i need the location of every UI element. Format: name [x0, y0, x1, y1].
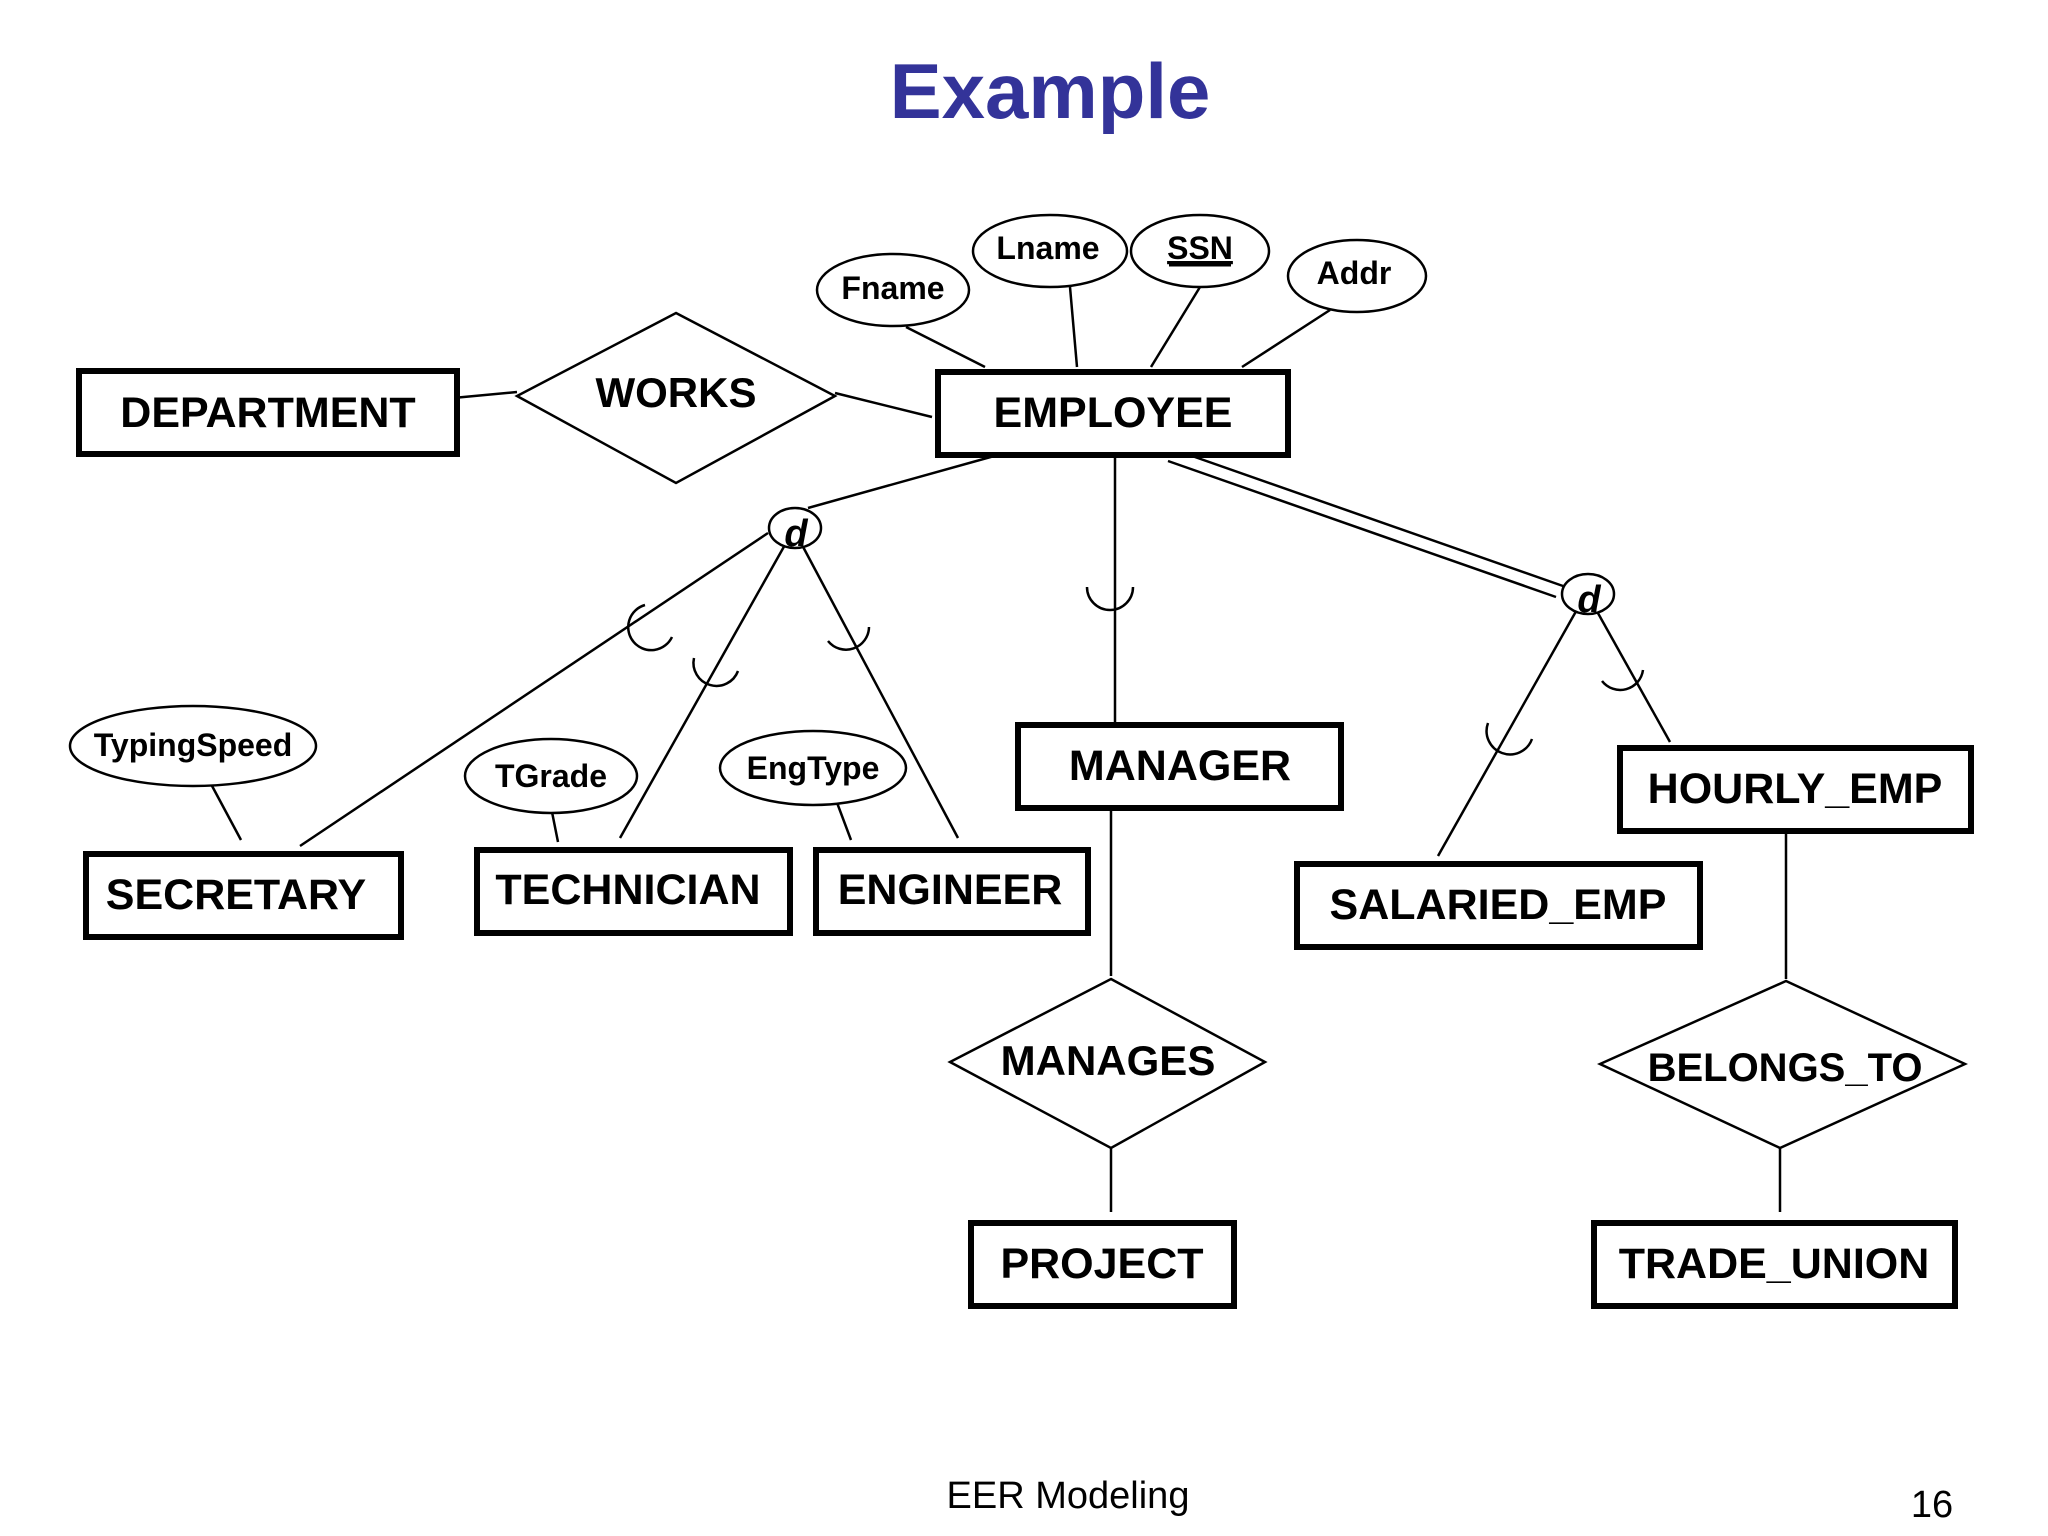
- attribute-addr-label: Addr: [1317, 255, 1392, 291]
- employee-right-d-connector-b: [1167, 459, 1557, 599]
- right-d-salaried-connector: [1436, 605, 1581, 857]
- engtype-connector: [834, 799, 853, 841]
- disjoint-mark-right: d: [1577, 579, 1601, 621]
- entity-secretary-label: SECRETARY: [106, 871, 366, 919]
- entity-project[interactable]: PROJECT: [968, 1220, 1237, 1309]
- left-d-engineer-connector: [799, 542, 960, 839]
- entity-secretary[interactable]: SECRETARY: [83, 851, 404, 940]
- relationship-belongs-to[interactable]: BELONGS_TO: [1596, 979, 1968, 1150]
- department-works-connector: [452, 390, 518, 400]
- entity-manager[interactable]: MANAGER: [1015, 722, 1344, 811]
- attribute-ssn[interactable]: SSN: [1129, 213, 1271, 289]
- entity-trade-union[interactable]: TRADE_UNION: [1591, 1220, 1958, 1309]
- entity-department[interactable]: DEPARTMENT: [76, 368, 460, 457]
- ssn-connector: [1149, 286, 1202, 368]
- works-employee-connector: [834, 391, 933, 419]
- entity-engineer[interactable]: ENGINEER: [813, 847, 1091, 936]
- typingspeed-connector: [209, 783, 243, 841]
- subset-arc-salaried: [1485, 722, 1534, 756]
- entity-technician[interactable]: TECHNICIAN: [474, 847, 793, 936]
- relationship-belongs-to-label: BELONGS_TO: [1648, 1046, 1923, 1090]
- attribute-lname-label: Lname: [996, 230, 1099, 266]
- entity-hourly-emp-label: HOURLY_EMP: [1648, 765, 1943, 813]
- right-d-hourly-connector: [1592, 605, 1672, 743]
- subset-arc-manager: [1085, 586, 1135, 612]
- relationship-works-label: WORKS: [596, 369, 757, 416]
- disjoint-circle-right: d: [1560, 572, 1616, 621]
- entity-salaried-emp-label: SALARIED_EMP: [1330, 881, 1667, 929]
- entity-employee[interactable]: EMPLOYEE: [935, 369, 1291, 458]
- attribute-engtype-label: EngType: [747, 750, 880, 786]
- left-d-secretary-connector: [299, 531, 769, 848]
- subset-arc-hourly: [1601, 669, 1645, 692]
- entity-employee-label: EMPLOYEE: [994, 389, 1233, 437]
- employee-left-d-connector: [807, 451, 1006, 510]
- relationship-manages[interactable]: MANAGES: [947, 977, 1268, 1150]
- entity-engineer-label: ENGINEER: [838, 866, 1063, 914]
- addr-connector: [1241, 308, 1331, 369]
- relationship-works[interactable]: WORKS: [514, 311, 838, 485]
- employee-right-d-connector-a: [1174, 448, 1564, 588]
- attribute-fname-label: Fname: [841, 270, 944, 306]
- entity-trade-union-label: TRADE_UNION: [1619, 1240, 1930, 1288]
- lname-connector: [1068, 286, 1079, 368]
- attribute-ssn-label: SSN: [1167, 230, 1233, 266]
- subset-arc-secretary: [627, 603, 674, 652]
- entity-department-label: DEPARTMENT: [120, 389, 415, 437]
- attribute-lname[interactable]: Lname: [971, 213, 1129, 289]
- attribute-addr[interactable]: Addr: [1286, 238, 1428, 314]
- attribute-fname[interactable]: Fname: [815, 252, 971, 328]
- subset-arc-engineer: [827, 626, 871, 651]
- page-number: 16: [1911, 1484, 1953, 1526]
- relationship-manages-label: MANAGES: [1001, 1037, 1216, 1084]
- entity-salaried-emp[interactable]: SALARIED_EMP: [1294, 861, 1703, 950]
- entity-hourly-emp[interactable]: HOURLY_EMP: [1617, 745, 1974, 834]
- entity-project-label: PROJECT: [1000, 1240, 1203, 1288]
- attribute-tgrade-label: TGrade: [495, 758, 607, 794]
- entity-manager-label: MANAGER: [1069, 742, 1291, 790]
- left-d-technician-connector: [618, 542, 788, 839]
- attribute-typingspeed-label: TypingSpeed: [94, 727, 293, 763]
- attribute-typingspeed[interactable]: TypingSpeed: [68, 704, 318, 788]
- disjoint-mark-left: d: [784, 513, 808, 555]
- slide-title: Example: [890, 47, 1211, 135]
- disjoint-circle-left: d: [767, 506, 823, 555]
- entity-technician-label: TECHNICIAN: [495, 866, 760, 914]
- footer-caption: EER Modeling: [947, 1475, 1190, 1517]
- attribute-tgrade[interactable]: TGrade: [463, 737, 639, 815]
- subset-arc-technician: [692, 657, 740, 688]
- fname-connector: [905, 325, 986, 369]
- attribute-engtype[interactable]: EngType: [718, 729, 908, 807]
